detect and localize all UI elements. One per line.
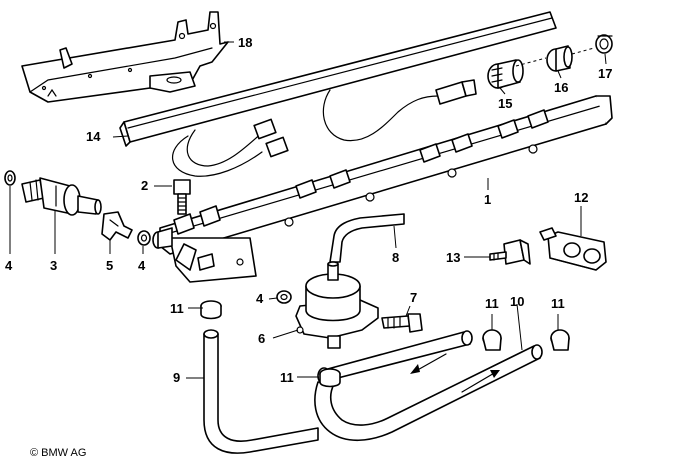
callout-4b: 4 (138, 258, 146, 273)
hose-part-10 (314, 330, 543, 442)
callout-8: 8 (392, 250, 399, 265)
flow-arrow-right (461, 370, 500, 393)
connector-part-17 (595, 34, 613, 54)
washer-part-4c (276, 290, 292, 304)
washer-part-4b (137, 230, 151, 246)
bolt-part-7 (381, 313, 423, 333)
callout-1: 1 (484, 192, 491, 207)
clamp-part-11a (200, 300, 222, 320)
copyright-text: © BMW AG (30, 447, 86, 459)
callout-16: 16 (554, 80, 568, 95)
bolt-part-2 (173, 179, 191, 215)
callout-4c: 4 (256, 291, 264, 306)
callout-2: 2 (141, 178, 148, 193)
clamp-part-11d (550, 329, 570, 351)
wiring-harness (171, 79, 477, 177)
callout-5: 5 (106, 258, 113, 273)
washer-part-4a (4, 170, 16, 186)
pressure-regulator-part-6 (295, 261, 379, 349)
callout-10: 10 (510, 294, 524, 309)
callout-6: 6 (258, 331, 265, 346)
clamp-part-11c (482, 329, 502, 351)
clamp-part-11b (319, 368, 341, 388)
connector-part-16 (546, 45, 573, 72)
bracket-part-18 (21, 11, 229, 103)
injector-part-3 (21, 177, 102, 216)
bracket-part-13 (489, 239, 531, 265)
flow-arrow-left (410, 353, 447, 374)
callout-14: 14 (86, 129, 101, 144)
callout-15: 15 (498, 96, 512, 111)
callout-11b: 11 (280, 370, 294, 385)
callout-12: 12 (574, 190, 588, 205)
connector-part-15 (487, 59, 524, 89)
callout-11a: 11 (170, 301, 184, 316)
rail-part-14 (119, 11, 557, 147)
hose-part-9 (203, 329, 319, 454)
hose-part-8 (329, 213, 405, 263)
callout-11c: 11 (485, 296, 499, 311)
callout-18: 18 (238, 35, 252, 50)
callout-3: 3 (50, 258, 57, 273)
bracket-part-12 (539, 227, 607, 271)
callout-13: 13 (446, 250, 460, 265)
dashed-guide-line (515, 47, 595, 67)
rail-end-bracket (152, 227, 257, 283)
callout-7: 7 (410, 290, 417, 305)
callout-4a: 4 (5, 258, 13, 273)
clip-part-5 (101, 211, 133, 241)
callout-11d: 11 (551, 296, 565, 311)
callout-17: 17 (598, 66, 612, 81)
leader-lines (9, 41, 607, 379)
callout-9: 9 (173, 370, 180, 385)
